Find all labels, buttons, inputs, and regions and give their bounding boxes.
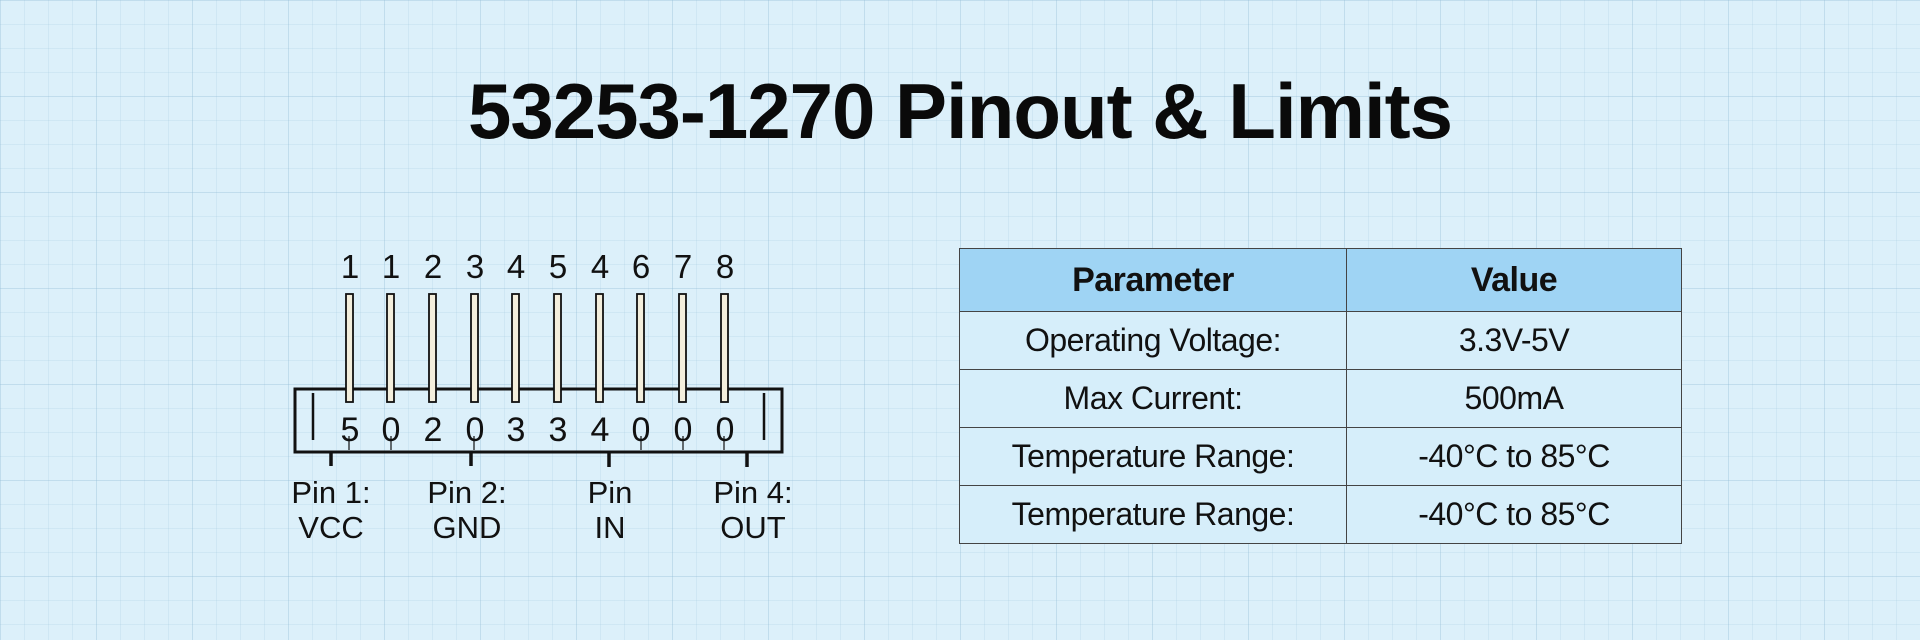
pin-number: 6 — [631, 248, 651, 285]
parameter-cell: Temperature Range: — [959, 427, 1347, 486]
inner-number: 0 — [673, 411, 693, 449]
inner-number: 0 — [631, 411, 651, 449]
pin-number: 5 — [548, 248, 568, 285]
parameter-cell: Operating Voltage: — [959, 311, 1347, 370]
inner-number: 2 — [423, 411, 443, 449]
value-cell: -40°C to 85°C — [1346, 427, 1682, 486]
pin-number: 8 — [715, 248, 735, 285]
pin-label-vcc: Pin 1: VCC — [291, 475, 371, 545]
table-row: Operating Voltage: 3.3V-5V — [959, 311, 1682, 370]
pin-number: 4 — [590, 248, 610, 285]
parameter-cell: Max Current: — [959, 369, 1347, 428]
pin-number: 4 — [506, 248, 526, 285]
inner-number: 4 — [590, 411, 610, 449]
page-title: 53253-1270 Pinout & Limits — [467, 67, 1453, 155]
pin-label-out: Pin 4: OUT — [713, 475, 793, 545]
column-header-value: Value — [1346, 248, 1682, 312]
inner-number: 3 — [506, 411, 526, 449]
inner-number: 0 — [715, 411, 735, 449]
pin-number: 3 — [465, 248, 485, 285]
column-header-parameter: Parameter — [959, 248, 1347, 312]
parameters-table: Parameter Value Operating Voltage: 3.3V-… — [959, 248, 1682, 544]
table-row: Max Current: 500mA — [959, 369, 1682, 428]
pin-number: 1 — [340, 248, 360, 285]
pins — [345, 293, 729, 403]
inner-number: 0 — [381, 411, 401, 449]
connector-body — [293, 387, 784, 454]
inner-number: 3 — [548, 411, 568, 449]
pin-number: 1 — [381, 248, 401, 285]
inner-number: 0 — [465, 411, 485, 449]
pin-number: 7 — [673, 248, 693, 285]
table-header-row: Parameter Value — [959, 248, 1682, 312]
value-cell: -40°C to 85°C — [1346, 485, 1682, 544]
inner-number: 5 — [340, 411, 360, 449]
value-cell: 500mA — [1346, 369, 1682, 428]
pin-label-in: Pin IN — [587, 475, 633, 545]
parameter-cell: Temperature Range: — [959, 485, 1347, 544]
pin-number: 2 — [423, 248, 443, 285]
table-row: Temperature Range: -40°C to 85°C — [959, 485, 1682, 544]
pin-label-gnd: Pin 2: GND — [427, 475, 507, 545]
value-cell: 3.3V-5V — [1346, 311, 1682, 370]
table-row: Temperature Range: -40°C to 85°C — [959, 427, 1682, 486]
